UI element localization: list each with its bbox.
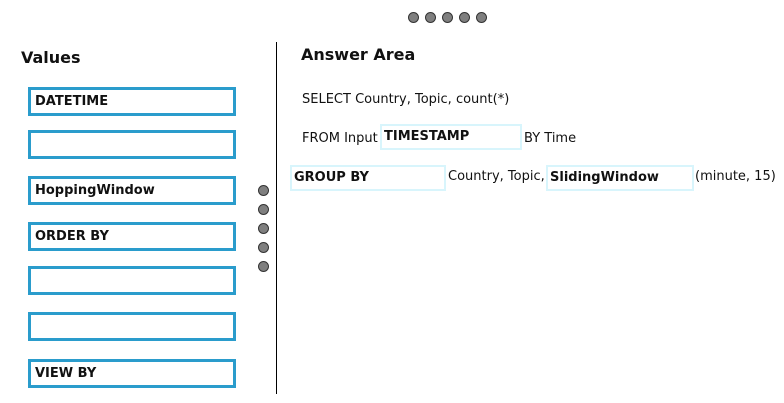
drag-dot-icon <box>258 204 269 215</box>
drag-dot-icon <box>258 261 269 272</box>
query-line-group-middle: Country, Topic, <box>448 169 545 184</box>
answer-slot-timestamp[interactable]: TIMESTAMP <box>380 124 522 150</box>
drag-dot-icon <box>258 185 269 196</box>
pagination-dot-icon[interactable] <box>442 12 453 23</box>
answer-slot-window[interactable]: SlidingWindow <box>546 165 694 191</box>
pagination-dot-icon[interactable] <box>476 12 487 23</box>
drag-dot-icon <box>258 242 269 253</box>
pagination-dot-icon[interactable] <box>408 12 419 23</box>
answer-area-heading: Answer Area <box>301 45 416 64</box>
value-option-hoppingwindow[interactable]: HoppingWindow <box>28 176 236 205</box>
value-option-empty[interactable] <box>28 312 236 341</box>
query-line-select: SELECT Country, Topic, count(*) <box>302 92 510 107</box>
pagination-dots <box>408 12 487 23</box>
query-line-from-prefix: FROM Input <box>302 131 378 146</box>
value-option-datetime[interactable]: DATETIME <box>28 87 236 116</box>
panel-divider <box>276 42 277 394</box>
value-option-empty[interactable] <box>28 266 236 295</box>
value-option-order-by[interactable]: ORDER BY <box>28 222 236 251</box>
pagination-dot-icon[interactable] <box>425 12 436 23</box>
pagination-dot-icon[interactable] <box>459 12 470 23</box>
drag-dot-icon <box>258 223 269 234</box>
drag-handle[interactable] <box>258 185 269 272</box>
query-line-from-suffix: BY Time <box>524 131 577 146</box>
values-heading: Values <box>21 48 81 67</box>
query-line-group-suffix: (minute, 15) <box>695 169 776 184</box>
value-option-empty[interactable] <box>28 130 236 159</box>
answer-slot-group-by[interactable]: GROUP BY <box>290 165 446 191</box>
value-option-view-by[interactable]: VIEW BY <box>28 359 236 388</box>
